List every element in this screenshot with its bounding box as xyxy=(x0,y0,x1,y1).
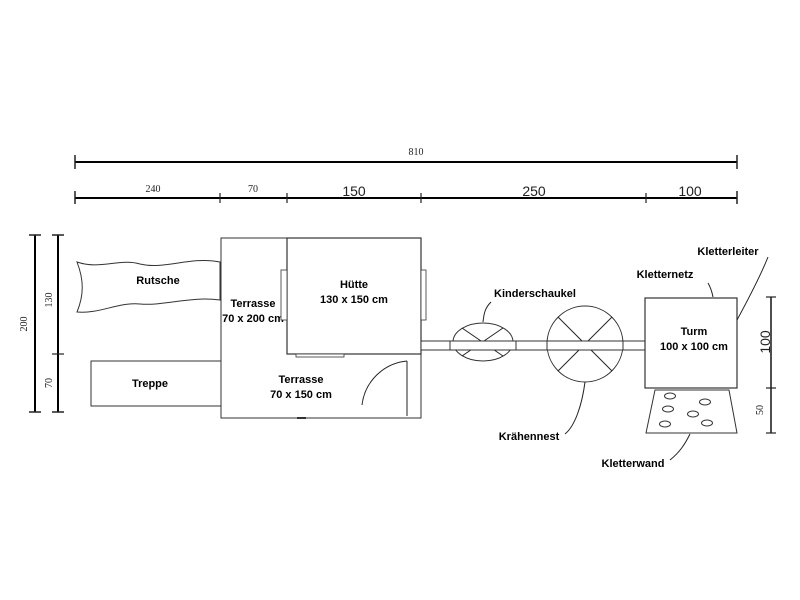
callout-kletterwand: Kletterwand xyxy=(602,433,691,470)
total-dimension: 810 xyxy=(74,147,738,169)
seg-150-label: 150 xyxy=(342,183,366,199)
terrasse-bottom: Terrasse 70 x 150 cm xyxy=(270,360,408,419)
left-70-label: 70 xyxy=(44,378,55,388)
callout-kletterleiter: Kletterleiter xyxy=(697,246,769,321)
climbing-hold xyxy=(664,392,676,400)
kinderschaukel-label: Kinderschaukel xyxy=(494,288,576,300)
climbing-hold xyxy=(662,405,674,413)
seg-250-label: 250 xyxy=(522,183,546,199)
climbing-hold xyxy=(701,419,713,427)
treppe-stairs: Treppe xyxy=(90,360,222,407)
seg-70-top-label: 70 xyxy=(248,184,258,195)
huette-hut: Hütte 130 x 150 cm xyxy=(280,237,427,358)
kletterleiter-label: Kletterleiter xyxy=(697,246,759,258)
left-dimensions: 200 130 70 xyxy=(19,234,64,413)
terrasse-left-size: 70 x 200 cm xyxy=(222,313,284,325)
right-50-label: 50 xyxy=(755,405,766,415)
huette-title: Hütte xyxy=(340,279,368,291)
total-dimension-label: 810 xyxy=(409,147,424,158)
kinderschaukel-swing xyxy=(449,322,517,362)
kraehennest-swing xyxy=(546,305,624,383)
seg-100-top-label: 100 xyxy=(678,183,702,199)
rutsche-label: Rutsche xyxy=(136,275,179,287)
climbing-hold xyxy=(699,398,711,406)
turm-tower: Turm 100 x 100 cm xyxy=(644,297,738,389)
kletternetz-label: Kletternetz xyxy=(637,269,694,281)
seg-240-label: 240 xyxy=(146,184,161,195)
kraehennest-label: Krähennest xyxy=(499,431,560,443)
treppe-label: Treppe xyxy=(132,378,168,390)
left-130-label: 130 xyxy=(44,293,55,308)
turm-title: Turm xyxy=(681,326,708,338)
callout-kraehennest: Krähennest xyxy=(499,381,586,443)
callout-kinderschaukel: Kinderschaukel xyxy=(482,288,576,323)
callout-kletternetz: Kletternetz xyxy=(637,269,714,298)
terrasse-bottom-size: 70 x 150 cm xyxy=(270,389,332,401)
right-100-label: 100 xyxy=(757,330,773,354)
rutsche-slide: Rutsche xyxy=(76,259,221,313)
door-swing xyxy=(361,360,408,416)
kletterwand-wall xyxy=(645,389,738,434)
left-200-label: 200 xyxy=(19,317,30,332)
climbing-hold xyxy=(659,420,671,428)
terrasse-left-title: Terrasse xyxy=(230,298,275,310)
kletterwand-label: Kletterwand xyxy=(602,458,665,470)
segment-dimensions: 240 70 150 250 100 xyxy=(74,183,738,204)
huette-size: 130 x 150 cm xyxy=(320,294,388,306)
climbing-hold xyxy=(687,410,699,418)
turm-size: 100 x 100 cm xyxy=(660,341,728,353)
terrasse-bottom-title: Terrasse xyxy=(278,374,323,386)
right-dimensions: 100 50 xyxy=(755,296,776,434)
